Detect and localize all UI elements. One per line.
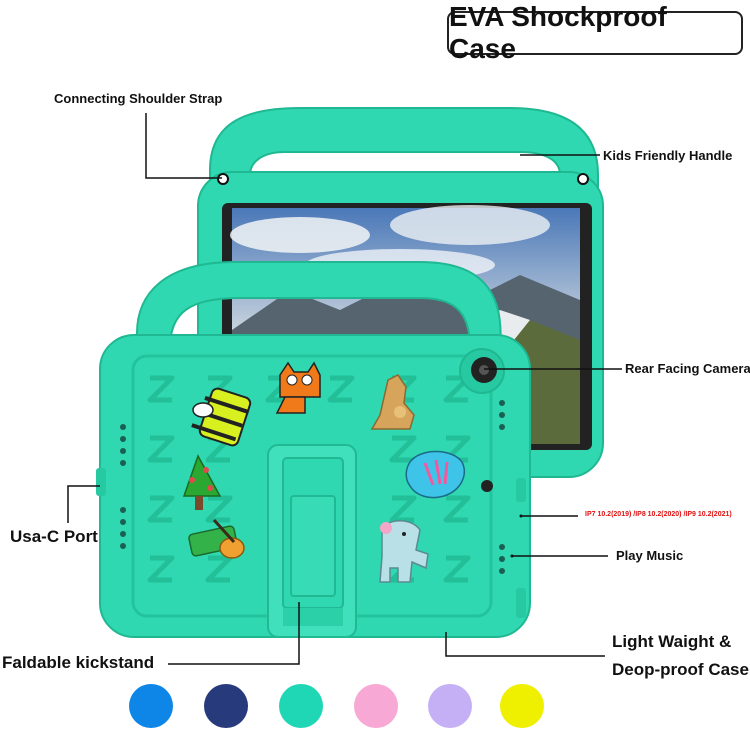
sticker-elephant [379, 520, 429, 583]
sticker-bee [191, 387, 252, 447]
label-handle: Kids Friendly Handle [603, 148, 733, 163]
label-shoulder-strap: Connecting Shoulder Strap [54, 91, 223, 106]
swatch-mint[interactable] [279, 684, 323, 728]
label-camera: Rear Facing Camera [625, 361, 750, 376]
swatch-blue[interactable] [129, 684, 173, 728]
sticker-cat [275, 361, 321, 414]
sticker-kangaroo [370, 374, 415, 430]
page-title: EVA Shockproof Case [447, 1, 743, 64]
leader-lines [67, 113, 622, 665]
label-kickstand: Faldable kickstand [2, 653, 155, 672]
swatch-yellow[interactable] [500, 684, 544, 728]
label-light-weight-line2: Deop-proof Case [612, 660, 749, 679]
label-compatible-models: IP7 10.2(2019) /IP8 10.2(2020) /IP9 10.2… [585, 511, 732, 518]
label-play-music: Play Music [616, 548, 684, 563]
sticker-balloon [405, 450, 465, 499]
swatch-pink[interactable] [354, 684, 398, 728]
swatch-navy[interactable] [204, 684, 248, 728]
sticker-tree [182, 454, 222, 510]
case-back-view [96, 261, 531, 638]
sticker-guitar [188, 518, 245, 559]
label-light-weight-line1: Light Waight & [612, 632, 732, 651]
swatch-lavender[interactable] [428, 684, 472, 728]
label-usb-port: Usa-C Port [10, 527, 98, 546]
